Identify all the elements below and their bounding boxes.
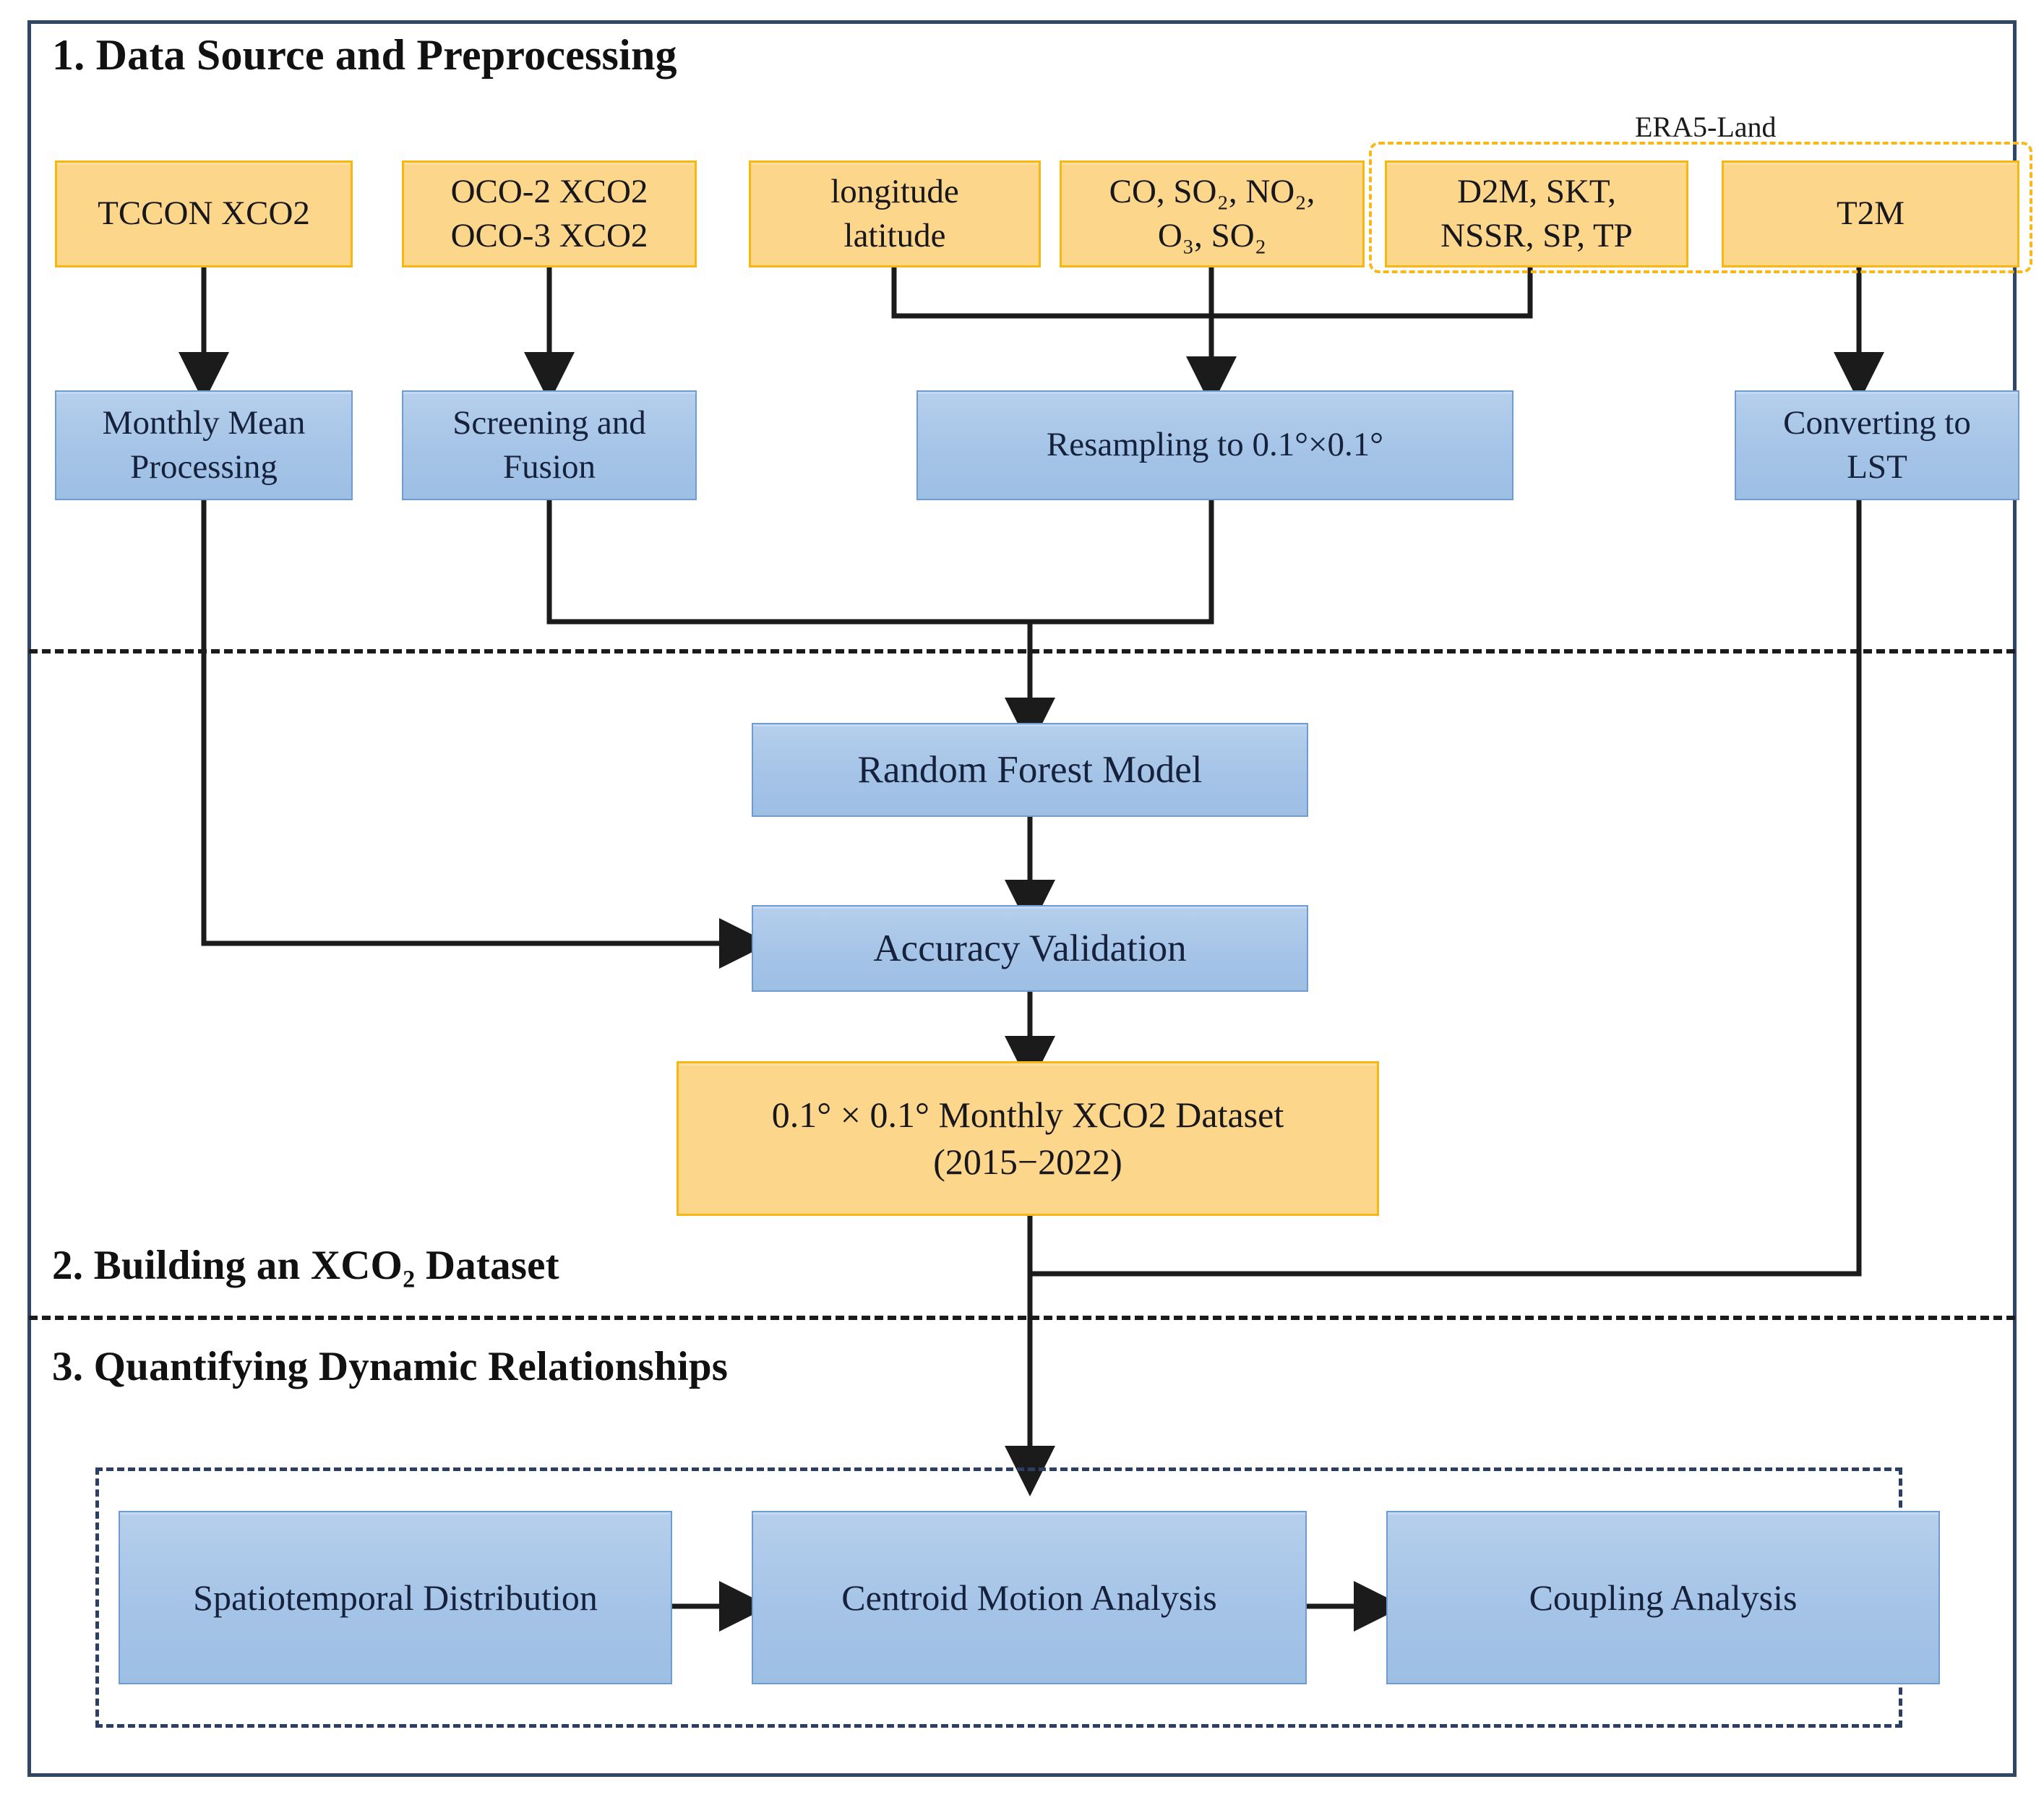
node-monthly-mean-processing[interactable]: Monthly Mean Processing [55, 390, 353, 500]
node-spatiotemporal-line1: Spatiotemporal Distribution [193, 1577, 598, 1618]
node-accuracy-validation[interactable]: Accuracy Validation [752, 905, 1308, 992]
divider-section1-section2 [29, 649, 2015, 653]
node-monthly-mean-line2: Processing [130, 448, 278, 486]
node-longitude-latitude-line2: latitude [843, 217, 946, 254]
node-era5-variables[interactable]: D2M, SKT, NSSR, SP, TP [1385, 160, 1688, 267]
node-longitude-latitude-line1: longitude [830, 172, 959, 210]
node-oco-xco2-line2: OCO-3 XCO2 [450, 217, 648, 254]
node-random-forest-line1: Random Forest Model [857, 748, 1203, 791]
era5-land-label: ERA5-Land [1635, 111, 1777, 143]
node-t2m[interactable]: T2M [1722, 160, 2019, 267]
node-era5-variables-line2: NSSR, SP, TP [1440, 217, 1633, 254]
node-screening-and-fusion[interactable]: Screening and Fusion [402, 390, 697, 500]
node-converting-to-lst[interactable]: Converting to LST [1735, 390, 2019, 500]
node-random-forest-model[interactable]: Random Forest Model [752, 723, 1308, 817]
node-spatiotemporal-distribution[interactable]: Spatiotemporal Distribution [119, 1511, 672, 1684]
node-resampling-line1: Resampling to 0.1°×0.1° [1046, 426, 1384, 464]
node-centroid-line1: Centroid Motion Analysis [841, 1577, 1217, 1618]
era5-land-group [1369, 142, 2032, 273]
node-coupling-analysis[interactable]: Coupling Analysis [1386, 1511, 1940, 1684]
node-pollutant-species[interactable]: CO, SO₂, NO₂, O₃, SO₂ [1060, 160, 1365, 267]
node-resampling[interactable]: Resampling to 0.1°×0.1° [916, 390, 1513, 500]
node-pollutant-species-line2: O₃, SO₂ [1157, 217, 1267, 254]
node-t2m-line1: T2M [1837, 194, 1905, 233]
node-longitude-latitude[interactable]: longitude latitude [749, 160, 1041, 267]
node-xco2-dataset-line2: (2015−2022) [933, 1141, 1122, 1182]
node-coupling-line1: Coupling Analysis [1529, 1577, 1798, 1618]
node-screening-line1: Screening and [452, 403, 646, 442]
section-title-1: 1. Data Source and Preprocessing [52, 31, 677, 79]
node-era5-variables-line1: D2M, SKT, [1457, 172, 1616, 210]
node-tccon-xco2[interactable]: TCCON XCO2 [55, 160, 353, 267]
node-xco2-dataset-line1: 0.1° × 0.1° Monthly XCO2 Dataset [771, 1094, 1284, 1135]
divider-section2-section3 [29, 1316, 2015, 1320]
node-tccon-xco2-line1: TCCON XCO2 [98, 194, 310, 233]
node-pollutant-species-line1: CO, SO₂, NO₂, [1109, 172, 1315, 210]
node-accuracy-line1: Accuracy Validation [873, 927, 1187, 969]
node-converting-lst-line2: LST [1847, 448, 1907, 486]
node-oco-xco2[interactable]: OCO-2 XCO2 OCO-3 XCO2 [402, 160, 697, 267]
node-oco-xco2-line1: OCO-2 XCO2 [450, 172, 648, 210]
node-screening-line2: Fusion [503, 448, 596, 486]
node-monthly-mean-line1: Monthly Mean [102, 403, 306, 442]
section-title-3: 3. Quantifying Dynamic Relationships [52, 1344, 729, 1389]
section-title-2: 2. Building an XCO₂ Dataset [52, 1243, 559, 1288]
node-xco2-dataset[interactable]: 0.1° × 0.1° Monthly XCO2 Dataset (2015−2… [677, 1061, 1379, 1216]
node-centroid-motion-analysis[interactable]: Centroid Motion Analysis [752, 1511, 1307, 1684]
node-converting-lst-line1: Converting to [1783, 403, 1971, 442]
figure-outer-frame [27, 20, 2017, 1777]
